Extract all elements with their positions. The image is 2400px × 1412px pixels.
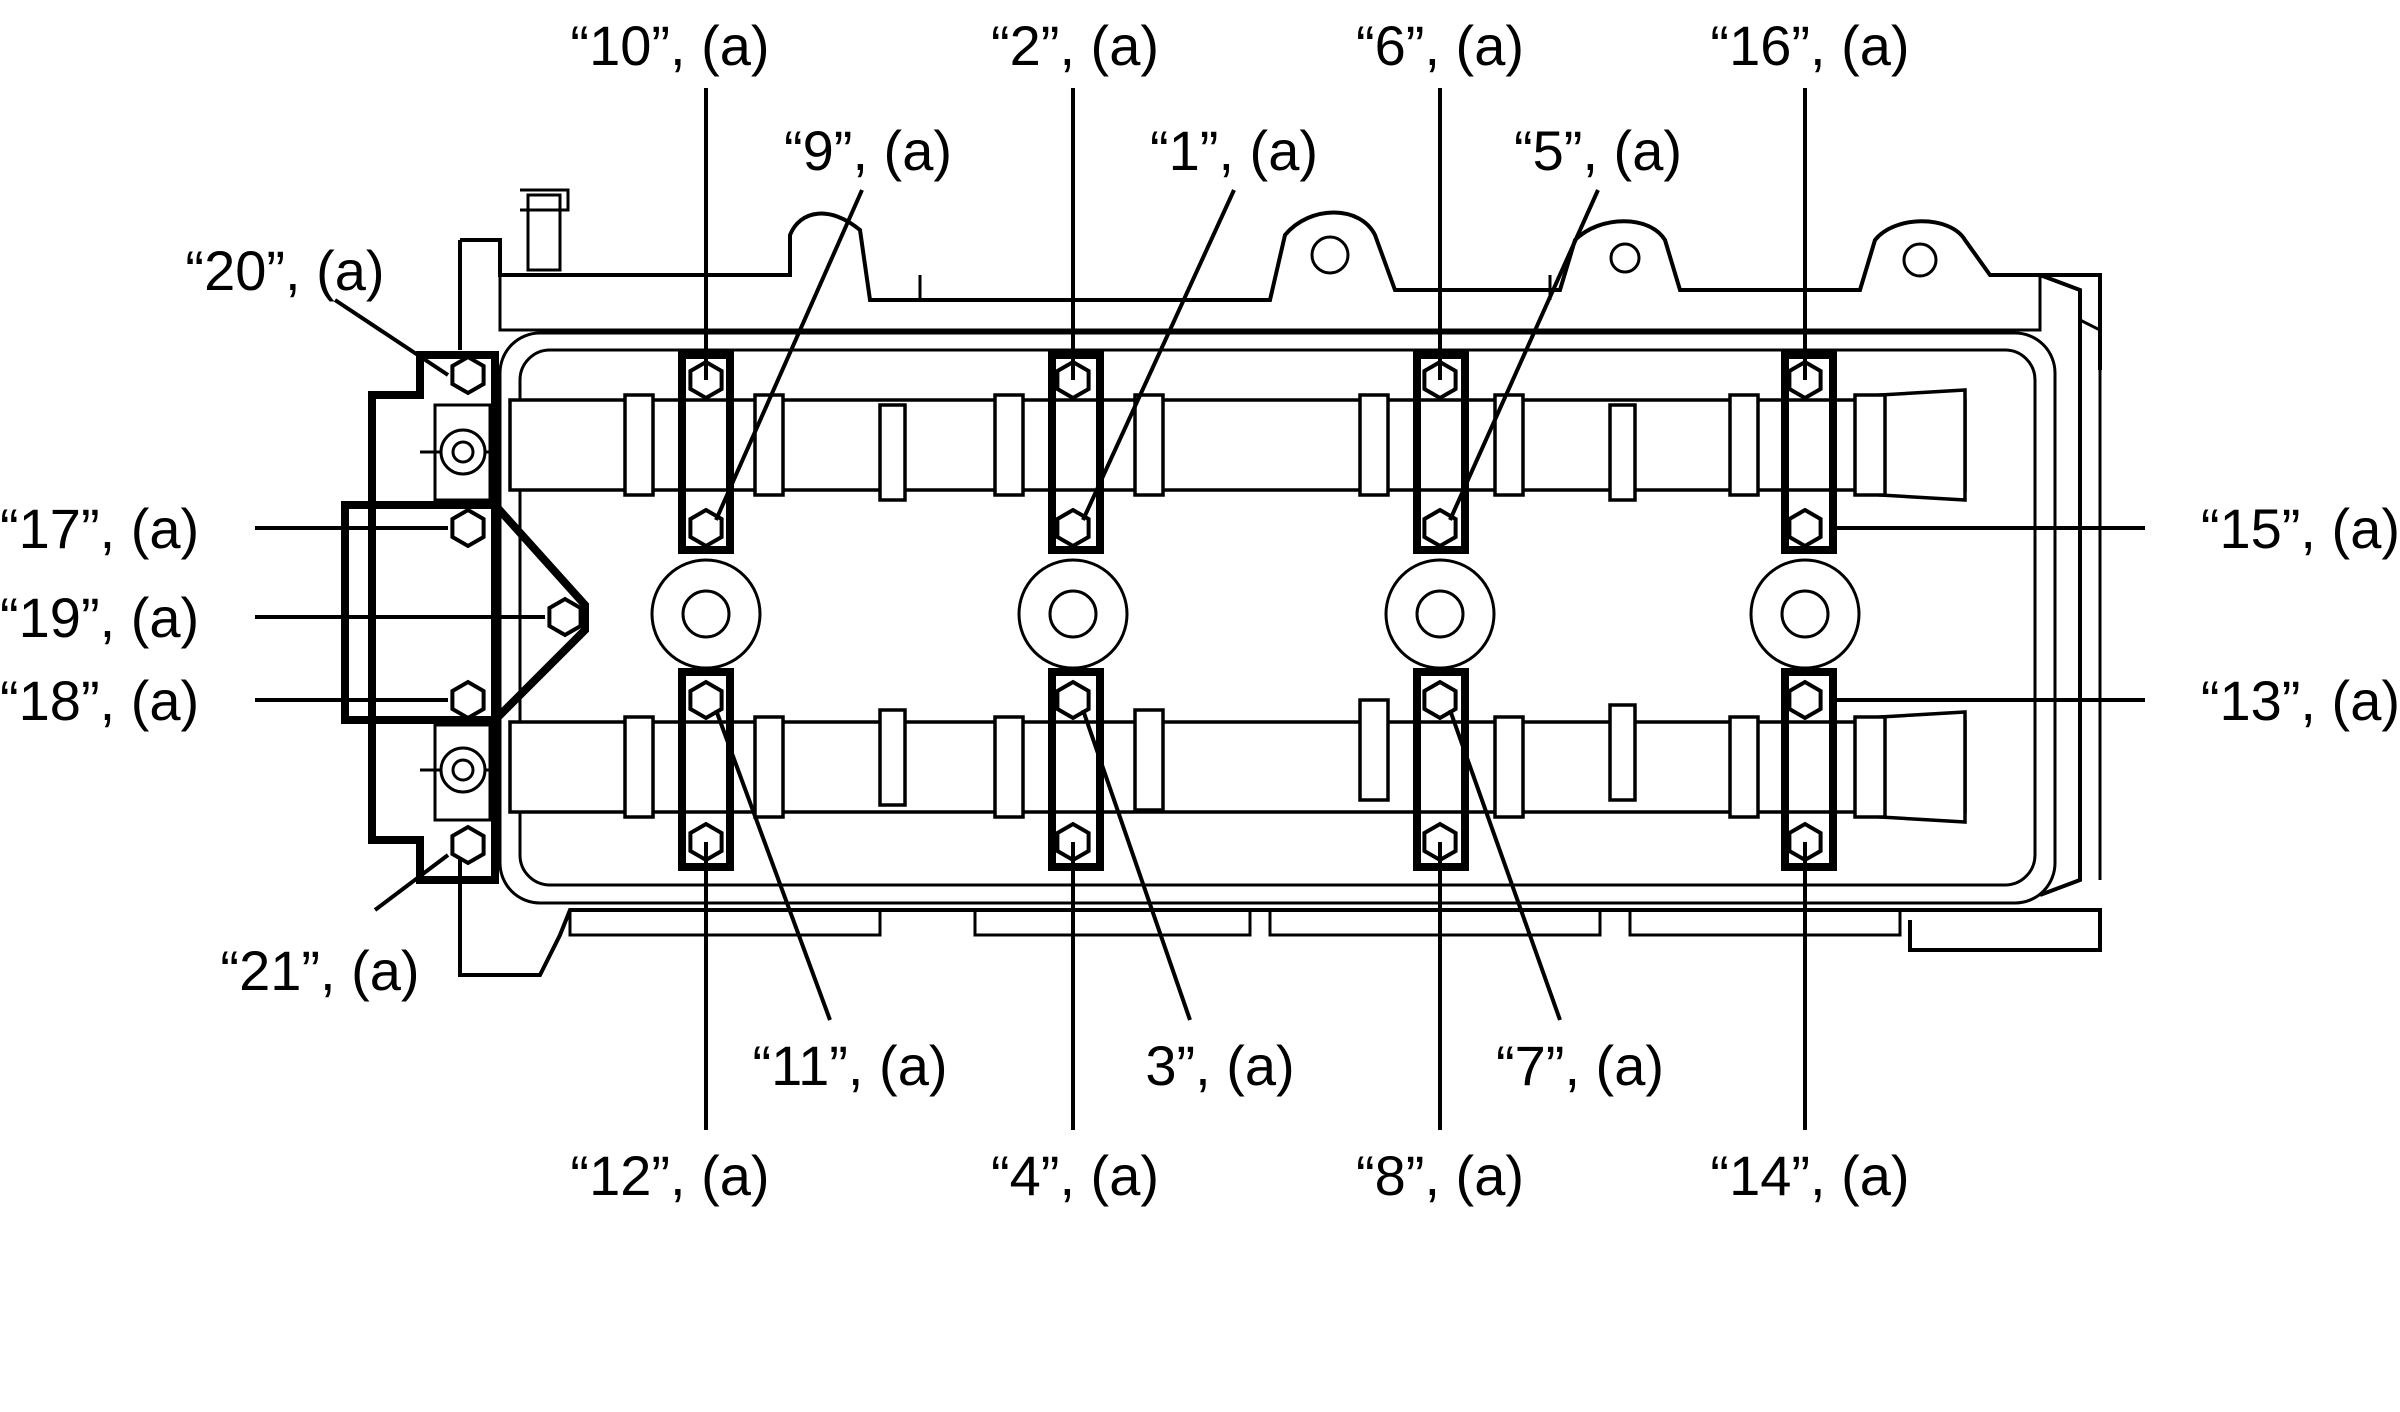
- bolt-labels: “10”, (a) “2”, (a) “6”, (a) “16”, (a) “9…: [0, 14, 2400, 1207]
- cylinder-head-outline: [458, 188, 2102, 977]
- bolt-15: [1787, 507, 1823, 549]
- leader-20: [333, 298, 450, 377]
- bolt-13: [1787, 679, 1823, 721]
- label-3: 3”, (a): [1145, 1034, 1294, 1097]
- leader-9: [714, 189, 864, 521]
- label-2: “2”, (a): [991, 14, 1159, 77]
- label-5: “5”, (a): [1514, 119, 1682, 182]
- intake-camshaft: [508, 388, 1967, 502]
- bolt-18: [450, 679, 486, 721]
- bolt-21: [450, 824, 486, 866]
- bolt-11: [688, 679, 724, 721]
- bolt-5: [1422, 507, 1458, 549]
- leader-21: [373, 853, 450, 912]
- bolt-1: [1055, 507, 1091, 549]
- bolt-20: [450, 354, 486, 396]
- spark-plug-bores: [650, 558, 1861, 670]
- exhaust-camshaft: [508, 698, 1967, 824]
- bolt-9: [688, 507, 724, 549]
- label-12: “12”, (a): [570, 1144, 769, 1207]
- bolt-3: [1055, 679, 1091, 721]
- label-9: “9”, (a): [784, 119, 952, 182]
- label-19: “19”, (a): [0, 586, 199, 649]
- label-15: “15”, (a): [2201, 497, 2400, 560]
- leader-lines: [255, 88, 2145, 1130]
- label-4: “4”, (a): [991, 1144, 1159, 1207]
- bolt-19: [547, 596, 583, 638]
- leader-11: [714, 709, 832, 1021]
- leader-3: [1081, 709, 1192, 1021]
- leader-1: [1081, 189, 1236, 521]
- label-21: “21”, (a): [220, 939, 419, 1002]
- label-17: “17”, (a): [0, 497, 199, 560]
- label-16: “16”, (a): [1710, 14, 1909, 77]
- front-cam-cap: [341, 351, 589, 884]
- label-11: “11”, (a): [753, 1034, 948, 1097]
- label-18: “18”, (a): [0, 669, 199, 732]
- label-13: “13”, (a): [2201, 669, 2400, 732]
- bolt-17: [450, 507, 486, 549]
- leader-7: [1448, 709, 1562, 1021]
- label-10: “10”, (a): [570, 14, 769, 77]
- label-8: “8”, (a): [1356, 1144, 1524, 1207]
- label-6: “6”, (a): [1356, 14, 1524, 77]
- label-14: “14”, (a): [1710, 1144, 1909, 1207]
- label-20: “20”, (a): [185, 239, 384, 302]
- leader-5: [1448, 189, 1600, 521]
- bolt-7: [1422, 679, 1458, 721]
- label-1: “1”, (a): [1150, 119, 1318, 182]
- label-7: “7”, (a): [1496, 1034, 1664, 1097]
